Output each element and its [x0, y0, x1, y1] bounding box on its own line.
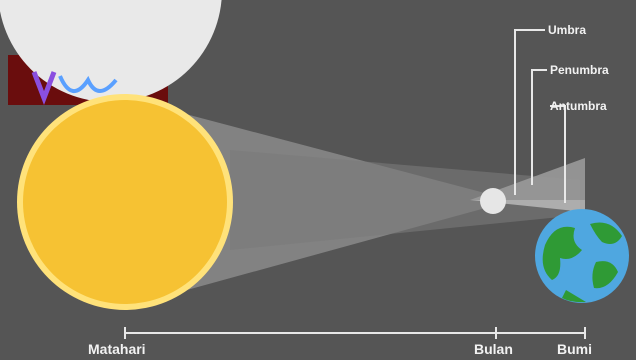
- earth: [535, 209, 629, 303]
- umbra-label: Umbra: [548, 23, 586, 37]
- moon-axis-label: Bulan: [474, 341, 513, 357]
- earth-axis-label: Bumi: [557, 341, 592, 357]
- sun: [23, 100, 227, 304]
- moon: [480, 188, 506, 214]
- sun-axis-label: Matahari: [88, 341, 146, 357]
- antumbra-label: Antumbra: [550, 99, 607, 113]
- penumbra-label: Penumbra: [550, 63, 609, 77]
